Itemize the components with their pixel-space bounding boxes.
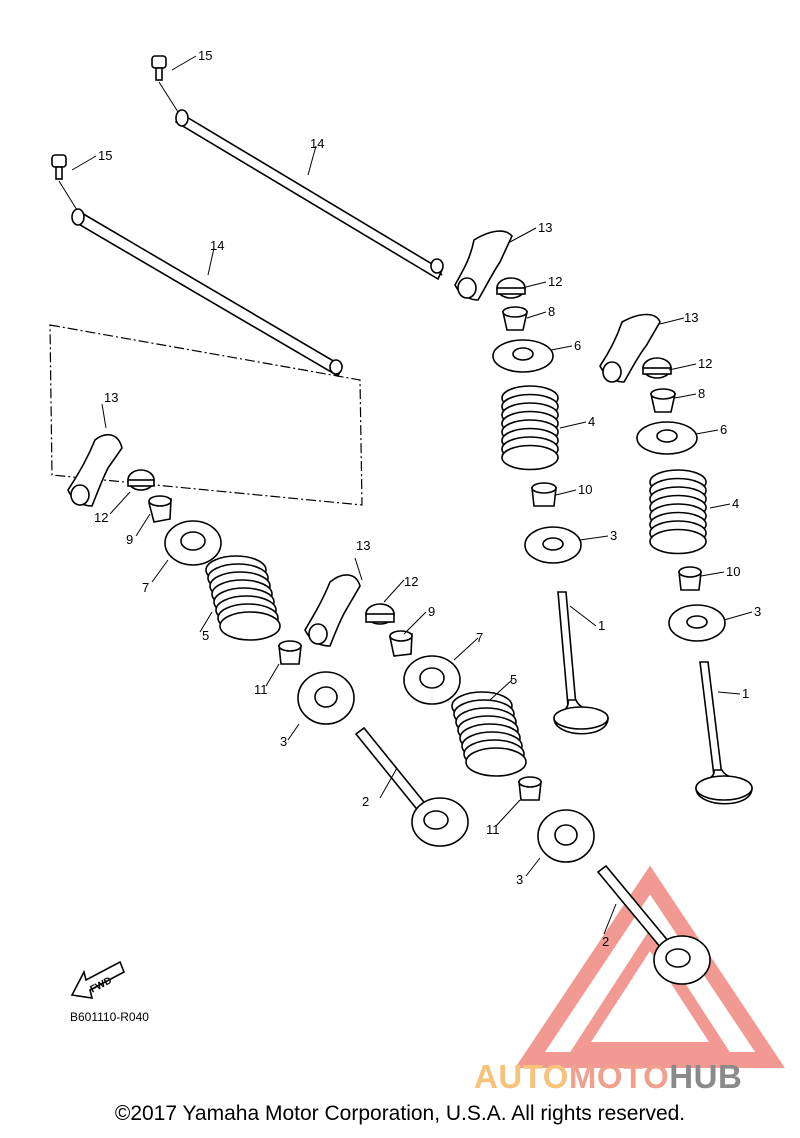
valve-spring[interactable] [649,469,707,555]
rocker-arm-center[interactable] [304,574,361,647]
callout-8: 8 [548,304,555,319]
callout-14: 14 [210,238,224,253]
callout-13: 13 [538,220,552,235]
callout-15: 15 [98,148,112,163]
valve-cotter[interactable] [650,388,676,413]
callout-3: 3 [280,734,287,749]
spring-retainer[interactable] [636,421,698,455]
rocker-shaft-lower[interactable] [71,208,343,378]
spring-seat[interactable] [524,526,582,564]
callout-9: 9 [126,532,133,547]
callout-14: 14 [310,136,324,151]
valve-spring[interactable] [205,555,281,641]
callout-13: 13 [356,538,370,553]
valve-cotter[interactable] [148,495,172,523]
callout-1: 1 [598,618,605,633]
callout-15: 15 [198,48,212,63]
callout-2: 2 [602,934,609,949]
bolt-upper-icon[interactable] [151,55,167,81]
rocker-arm-right[interactable] [599,313,661,383]
intake-valve[interactable] [695,661,753,805]
spring-retainer[interactable] [492,339,554,373]
logo-part-auto: AUTO [474,1058,569,1095]
spring-seat[interactable] [537,809,595,863]
callout-12: 12 [698,356,712,371]
rocker-shaft-upper[interactable] [174,109,444,281]
callout-11: 11 [254,682,268,697]
intake-valve[interactable] [553,591,609,735]
callout-10: 10 [578,482,592,497]
callout-3: 3 [610,528,617,543]
stem-seal[interactable] [518,776,542,801]
valve-cotter[interactable] [502,306,528,331]
callout-13: 13 [104,390,118,405]
spring-retainer[interactable] [403,655,461,705]
callout-12: 12 [404,574,418,589]
valve-spring[interactable] [501,385,559,471]
valve-pad[interactable] [365,603,395,625]
callout-8: 8 [698,386,705,401]
callout-6: 6 [720,422,727,437]
watermark-triangle-icon [515,865,785,1068]
callout-5: 5 [510,672,517,687]
callout-13: 13 [684,310,698,325]
bolt-lower-icon[interactable] [51,154,67,180]
callout-12: 12 [548,274,562,289]
spring-seat[interactable] [297,671,355,725]
diagram-code: B601110-R040 [70,1010,149,1024]
callout-4: 4 [588,414,595,429]
callout-4: 4 [732,496,739,511]
valve-pad[interactable] [127,469,155,491]
copyright-text: ©2017 Yamaha Motor Corporation, U.S.A. A… [114,1102,686,1125]
callout-3: 3 [754,604,761,619]
watermark-logo: AUTOMOTOHUB [474,1058,742,1096]
callout-7: 7 [142,580,149,595]
stem-seal[interactable] [531,482,557,507]
valve-pad[interactable] [496,277,526,299]
valve-pad[interactable] [642,357,672,379]
callout-5: 5 [202,628,209,643]
rocker-arm-left[interactable] [67,433,123,507]
callout-10: 10 [726,564,740,579]
stem-seal[interactable] [678,566,702,591]
valve-spring[interactable] [451,691,527,777]
callout-11: 11 [486,822,500,837]
exhaust-valve[interactable] [596,864,711,985]
spring-retainer[interactable] [164,520,222,566]
callout-1: 1 [742,686,749,701]
callout-7: 7 [476,630,483,645]
exhaust-valve[interactable] [354,726,469,847]
spring-seat[interactable] [668,604,726,642]
callout-2: 2 [362,794,369,809]
callout-6: 6 [574,338,581,353]
callout-12: 12 [94,510,108,525]
callout-9: 9 [428,604,435,619]
fwd-arrow-icon: FWD [70,960,126,999]
callout-3: 3 [516,872,523,887]
rocker-arm-top[interactable] [454,230,513,301]
logo-part-moto: MOTO [568,1058,670,1095]
valve-cotter[interactable] [389,630,413,657]
stem-seal[interactable] [278,640,302,665]
logo-part-hub: HUB [669,1058,743,1095]
